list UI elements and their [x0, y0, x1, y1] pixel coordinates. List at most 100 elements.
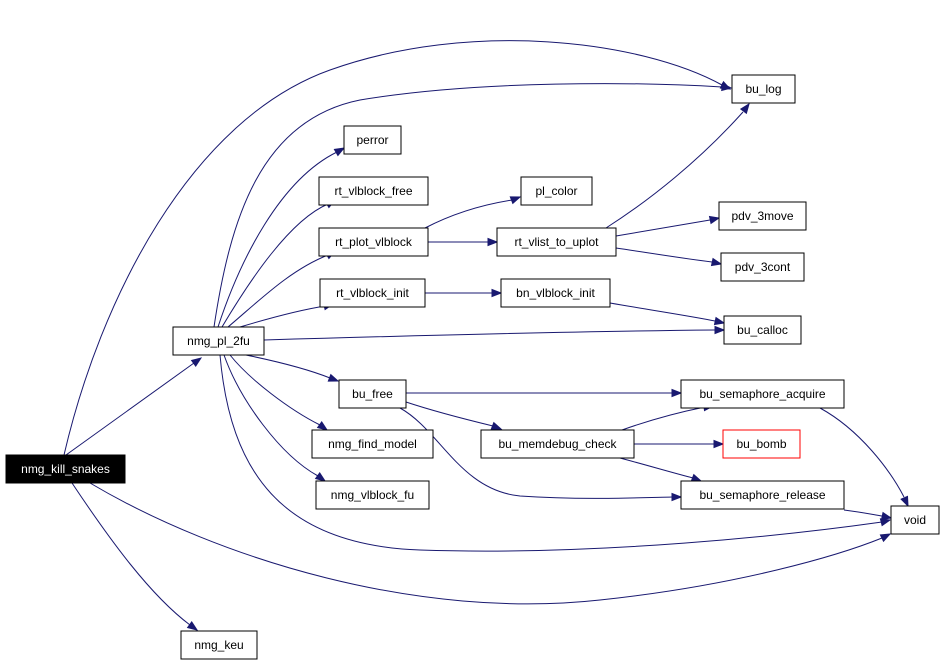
arrowhead-icon: [879, 533, 892, 543]
node-label: rt_plot_vlblock: [335, 235, 413, 249]
arrowhead-icon: [710, 257, 723, 267]
node-box[interactable]: [680, 480, 845, 510]
arrowhead-icon: [186, 621, 199, 631]
node-box[interactable]: [311, 429, 434, 459]
node-rt-plot-vlblock[interactable]: rt_plot_vlblock: [318, 227, 429, 257]
node-box[interactable]: [318, 176, 429, 206]
node-label: bu_semaphore_release: [699, 488, 825, 502]
edge-line: [229, 354, 321, 426]
arrowhead-icon: [487, 237, 499, 247]
node-label: bu_semaphore_acquire: [699, 387, 825, 401]
node-box[interactable]: [343, 125, 402, 155]
node-void[interactable]: void: [890, 505, 940, 535]
node-bn-vlblock-init[interactable]: bn_vlblock_init: [500, 278, 611, 308]
arrowhead-icon: [671, 492, 683, 502]
node-bu-semaphore-release[interactable]: bu_semaphore_release: [680, 480, 845, 510]
arrowhead-icon: [714, 325, 726, 335]
node-box[interactable]: [890, 505, 940, 535]
edge-line: [219, 354, 883, 552]
node-box[interactable]: [500, 278, 611, 308]
node-rt-vlblock-free[interactable]: rt_vlblock_free: [318, 176, 429, 206]
edge-line: [405, 401, 494, 427]
edge-line: [819, 407, 905, 498]
node-box[interactable]: [315, 480, 430, 510]
edge-line: [71, 482, 191, 626]
node-label: bn_vlblock_init: [516, 286, 595, 300]
node-bu-bomb[interactable]: bu_bomb: [722, 429, 801, 459]
node-box[interactable]: [520, 176, 593, 206]
arrowhead-icon: [190, 357, 203, 367]
node-perror[interactable]: perror: [343, 125, 402, 155]
arrowhead-icon: [713, 316, 726, 326]
node-bu-free[interactable]: bu_free: [338, 379, 407, 409]
node-label: bu_memdebug_check: [498, 437, 617, 451]
node-rt-vlist-to-uplot[interactable]: rt_vlist_to_uplot: [496, 227, 617, 257]
node-pdv-3cont[interactable]: pdv_3cont: [720, 252, 805, 282]
edge-nmg-kill-snakes-to-nmg-keu: [71, 482, 199, 631]
node-box[interactable]: [480, 429, 635, 459]
edge-bu-free-to-bu-semaphore-acquire: [406, 388, 683, 398]
node-box[interactable]: [319, 278, 426, 308]
node-label: void: [904, 513, 926, 527]
edge-rt-vlist-to-uplot-to-bu-log: [605, 102, 750, 229]
arrowhead-icon: [721, 82, 733, 92]
edge-bn-vlblock-init-to-bu-calloc: [609, 302, 726, 326]
edge-bu-semaphore-acquire-to-void: [819, 407, 909, 508]
arrowhead-icon: [900, 495, 909, 508]
edge-line: [615, 247, 713, 263]
arrowhead-icon: [490, 421, 503, 430]
node-label: pl_color: [535, 184, 577, 198]
edge-line: [65, 362, 195, 456]
edge-line: [227, 254, 329, 328]
node-box[interactable]: [172, 326, 265, 356]
node-nmg-vlblock-fu[interactable]: nmg_vlblock_fu: [315, 480, 430, 510]
edge-bu-memdebug-check-to-bu-bomb: [634, 439, 725, 449]
node-box[interactable]: [731, 74, 796, 104]
node-box[interactable]: [496, 227, 617, 257]
node-box[interactable]: [180, 630, 258, 660]
edge-nmg-pl-2fu-to-bu-calloc: [263, 325, 726, 341]
node-bu-calloc[interactable]: bu_calloc: [723, 315, 802, 345]
node-label: perror: [356, 133, 388, 147]
node-nmg-pl-2fu[interactable]: nmg_pl_2fu: [172, 326, 265, 356]
node-box[interactable]: [720, 252, 805, 282]
node-box[interactable]: [722, 429, 801, 459]
node-pdv-3move[interactable]: pdv_3move: [718, 201, 807, 231]
edge-line: [221, 203, 329, 328]
node-nmg-find-model[interactable]: nmg_find_model: [311, 429, 434, 459]
arrowhead-icon: [316, 421, 329, 431]
node-box[interactable]: [718, 201, 807, 231]
node-box[interactable]: [318, 227, 429, 257]
edge-line: [619, 457, 694, 479]
edge-line: [605, 111, 744, 229]
edge-line: [245, 354, 331, 379]
arrowhead-icon: [739, 102, 750, 115]
edge-line: [213, 83, 723, 328]
node-box[interactable]: [680, 379, 845, 409]
edge-bu-memdebug-check-to-bu-semaphore-release: [619, 457, 703, 482]
edge-nmg-pl-2fu-to-nmg-vlblock-fu: [223, 354, 327, 482]
node-bu-semaphore-acquire[interactable]: bu_semaphore_acquire: [680, 379, 845, 409]
edge-line: [89, 482, 883, 605]
node-label: nmg_find_model: [328, 437, 417, 451]
edge-line: [223, 354, 319, 477]
edge-line: [609, 302, 716, 322]
node-pl-color[interactable]: pl_color: [520, 176, 593, 206]
node-bu-log[interactable]: bu_log: [731, 74, 796, 104]
node-box[interactable]: [5, 454, 126, 484]
edge-rt-plot-vlblock-to-pl-color: [424, 196, 522, 229]
node-nmg-kill-snakes[interactable]: nmg_kill_snakes: [5, 454, 126, 484]
arrowhead-icon: [327, 373, 340, 382]
edge-nmg-pl-2fu-to-bu-log: [213, 82, 733, 328]
node-label: bu_free: [352, 387, 393, 401]
edge-line: [621, 406, 706, 431]
node-box[interactable]: [723, 315, 802, 345]
edge-line: [263, 329, 716, 341]
node-label: nmg_pl_2fu: [187, 334, 250, 348]
node-bu-memdebug-check[interactable]: bu_memdebug_check: [480, 429, 635, 459]
node-nmg-keu[interactable]: nmg_keu: [180, 630, 258, 660]
node-box[interactable]: [338, 379, 407, 409]
arrowhead-icon: [314, 472, 327, 482]
node-rt-vlblock-init[interactable]: rt_vlblock_init: [319, 278, 426, 308]
